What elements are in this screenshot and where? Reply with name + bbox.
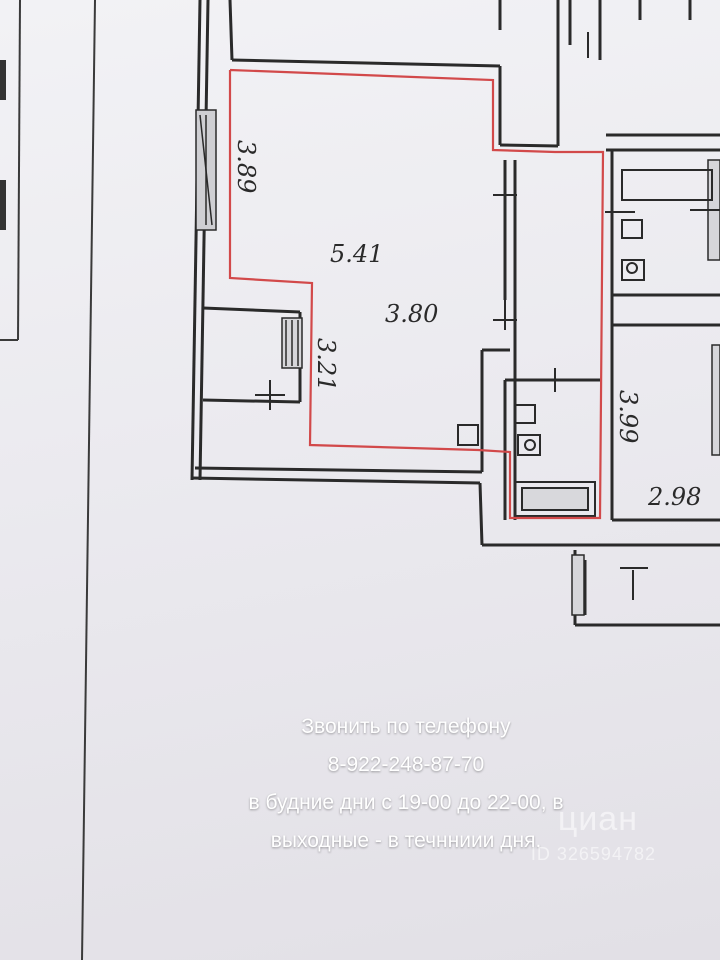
caption-line-phone: 8-922-248-87-70 [327,753,485,776]
bathroom-fixtures [457,169,713,517]
contact-caption: Звонить по телефону 8-922-248-87-70 в бу… [0,708,720,860]
dimension-top-room-height: 3.89 [232,140,260,193]
dimension-top-room-width: 5.41 [330,240,383,268]
dimension-right-room-width: 2.98 [647,483,701,511]
window-hatches [195,109,720,616]
caption-line-call: Звонить по телефону [301,715,511,738]
caption-line-weekdays: в будние дни с 19-00 до 22-00, в [248,791,564,814]
door-markers [255,32,720,600]
apartment-outline [228,68,605,520]
dimension-right-room-height: 3.99 [614,390,642,443]
dimension-bottom-room-width: 3.80 [385,300,438,328]
margin-text [0,60,6,230]
caption-line-weekend: выходные - в течнниии дня. [270,829,542,852]
dimension-bottom-room-height: 3.21 [312,338,340,391]
page-margin-lines [0,0,96,960]
